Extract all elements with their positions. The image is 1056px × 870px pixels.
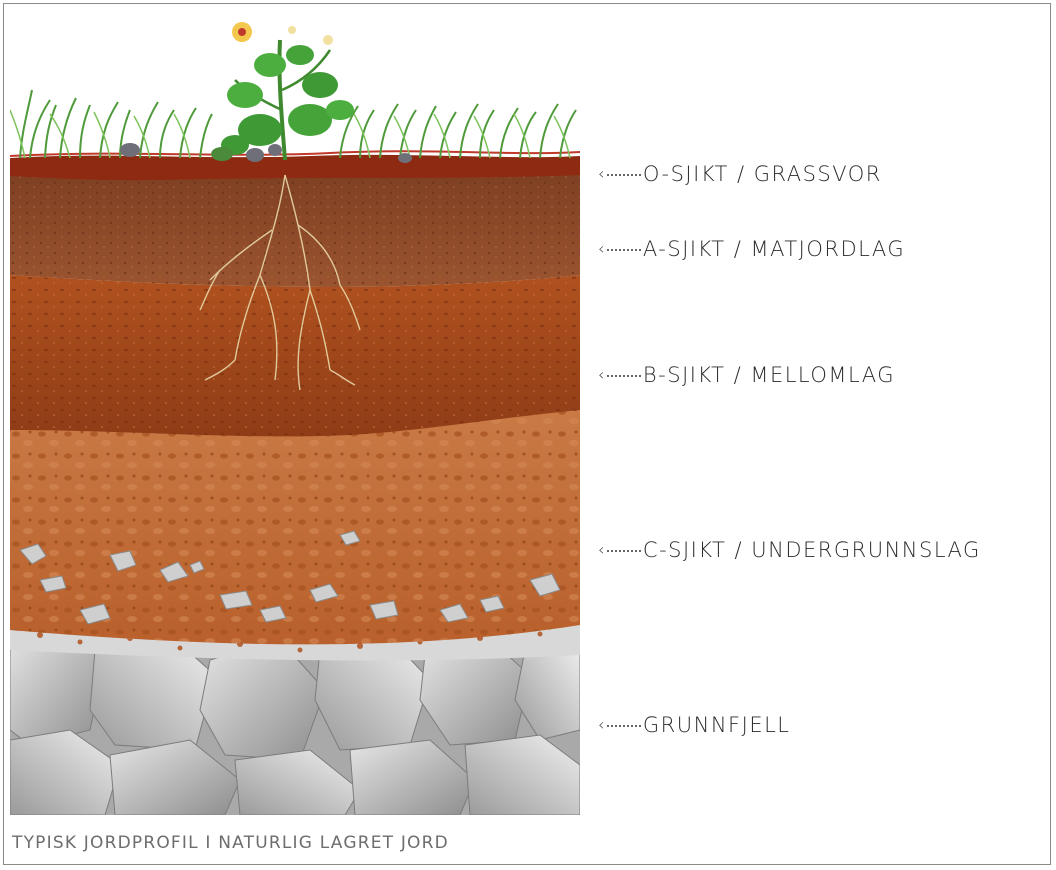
label-o-horizon: ‹ O-SJIKT / GRASSVOR	[598, 159, 882, 189]
arrow-left-icon: ‹	[598, 166, 641, 182]
label-bedrock: ‹ GRUNNFJELL	[598, 710, 791, 740]
label-bedrock-text: GRUNNFJELL	[643, 713, 791, 737]
label-c-horizon-text: C-SJIKT / UNDERGRUNNSLAG	[643, 538, 981, 562]
label-a-horizon: ‹ A-SJIKT / MATJORDLAG	[598, 234, 905, 264]
label-c-horizon: ‹ C-SJIKT / UNDERGRUNNSLAG	[598, 535, 981, 565]
label-b-horizon-text: B-SJIKT / MELLOMLAG	[643, 363, 895, 387]
label-o-horizon-text: O-SJIKT / GRASSVOR	[643, 162, 882, 186]
arrow-left-icon: ‹	[598, 367, 641, 383]
arrow-left-icon: ‹	[598, 542, 641, 558]
soil-profile-illustration	[10, 10, 580, 815]
figure-caption: TYPISK JORDPROFIL I NATURLIG LAGRET JORD	[12, 833, 449, 853]
arrow-left-icon: ‹	[598, 717, 641, 733]
label-b-horizon: ‹ B-SJIKT / MELLOMLAG	[598, 360, 895, 390]
label-a-horizon-text: A-SJIKT / MATJORDLAG	[643, 237, 905, 261]
arrow-left-icon: ‹	[598, 241, 641, 257]
